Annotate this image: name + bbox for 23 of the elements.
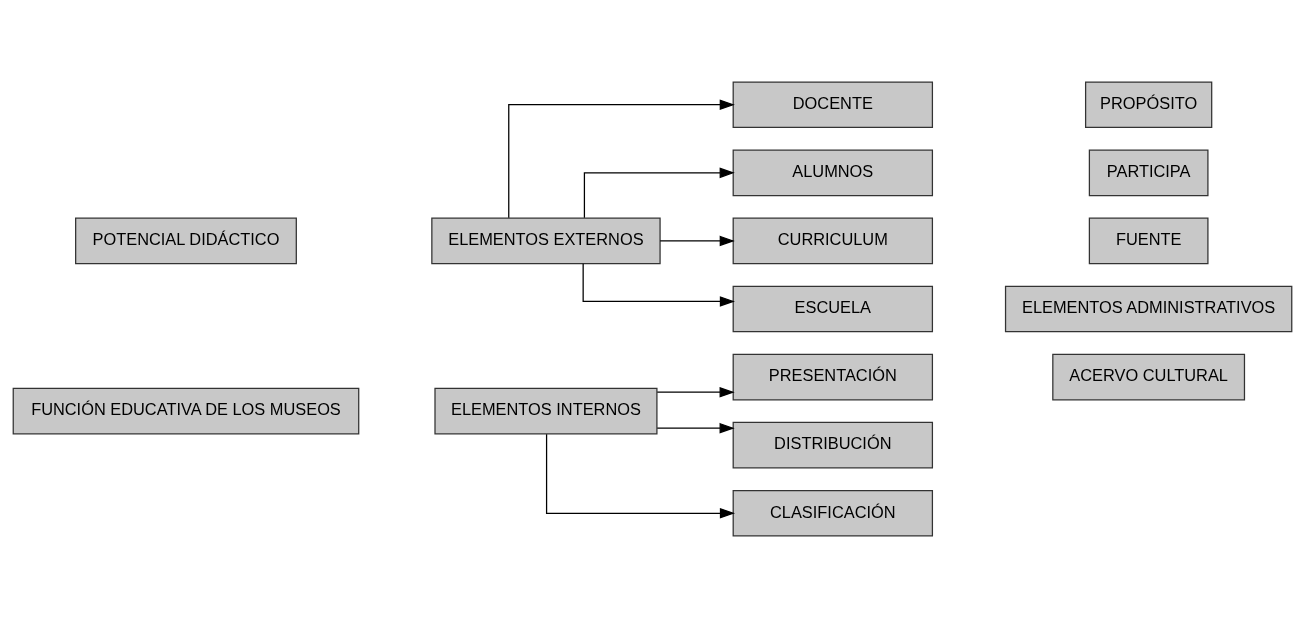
node-box: ELEMENTOS ADMINISTRATIVOS [1004,285,1293,332]
node-box: DOCENTE [732,80,934,128]
arrow [583,167,735,218]
node-box: CURRICULUM [732,217,934,264]
node-box: POTENCIAL DIDÁCTICO [75,217,297,264]
node-box: ELEMENTOS EXTERNOS [431,217,661,264]
node-box: CLASIFICACIÓN [732,489,934,537]
arrow [659,235,735,246]
node-box: PRESENTACIÓN [732,353,934,400]
arrow [656,422,735,433]
node-box: FUNCIÓN EDUCATIVA DE LOS MUSEOS [12,387,360,434]
node-box: ACERVO CULTURAL [1052,353,1246,400]
node-box: ALUMNOS [732,149,934,196]
node-box: ELEMENTOS INTERNOS [434,387,658,434]
arrow [545,433,735,519]
node-box: PARTICIPA [1088,149,1209,196]
node-box: DISTRIBUCIÓN [732,421,934,468]
node-box: PROPÓSITO [1084,80,1213,128]
arrow [656,386,735,397]
arrow [582,262,735,307]
node-box: FUENTE [1088,217,1209,264]
arrow [508,98,735,218]
node-box: ESCUELA [732,285,934,332]
